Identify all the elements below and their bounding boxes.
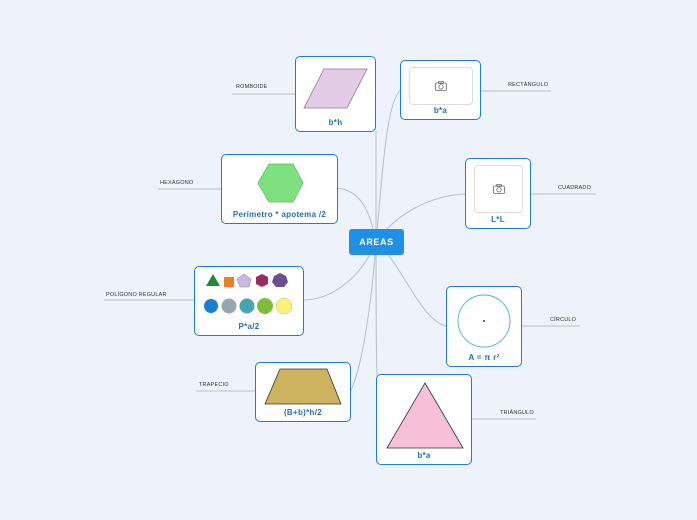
formula-trapecio: (B+b)*h/2: [283, 408, 323, 417]
formula-triangulo: b*a: [417, 451, 431, 460]
image-placeholder: [409, 67, 473, 105]
hexagon-shape: [257, 163, 304, 203]
image-placeholder: [474, 165, 523, 213]
rhombus-shape: [303, 68, 368, 109]
node-triangulo[interactable]: b*a: [376, 374, 472, 465]
circle-shape: [457, 294, 511, 348]
label-trapecio: TRAPECIO: [199, 382, 229, 388]
label-cuadrado: CUADRADO: [558, 185, 592, 191]
formula-cuadrado: L*L: [491, 215, 505, 224]
label-poligono: POLÍGONO REGULAR: [106, 292, 167, 298]
node-circulo[interactable]: A = π r²: [446, 286, 522, 367]
polygons-image: [204, 273, 293, 315]
node-cuadrado[interactable]: L*L: [465, 158, 531, 229]
node-romboide[interactable]: b*h: [295, 56, 376, 132]
central-topic[interactable]: AREAS: [349, 229, 404, 255]
label-hexagono: HEXÁGONO: [160, 180, 194, 186]
trapezoid-shape: [264, 368, 342, 405]
formula-circulo: A = π r²: [468, 353, 500, 362]
formula-poligono: P*a/2: [238, 322, 260, 331]
node-trapecio[interactable]: (B+b)*h/2: [255, 362, 351, 422]
camera-icon: [435, 81, 447, 91]
triangle-shape: [386, 382, 464, 449]
label-triangulo: TRIÁNGULO: [500, 410, 534, 416]
label-romboide: ROMBOIDE: [236, 84, 268, 90]
camera-icon: [492, 184, 505, 194]
formula-hexagono: Perímetro * apotema /2: [232, 210, 327, 219]
label-circulo: CÍRCULO: [550, 317, 577, 323]
label-rectangulo: RECTÁNGULO: [508, 82, 549, 88]
node-rectangulo[interactable]: b*a: [400, 60, 481, 120]
formula-rectangulo: b*a: [433, 106, 448, 115]
node-hexagono[interactable]: Perímetro * apotema /2: [221, 154, 338, 224]
node-poligono[interactable]: P*a/2: [194, 266, 304, 336]
formula-romboide: b*h: [328, 118, 343, 127]
